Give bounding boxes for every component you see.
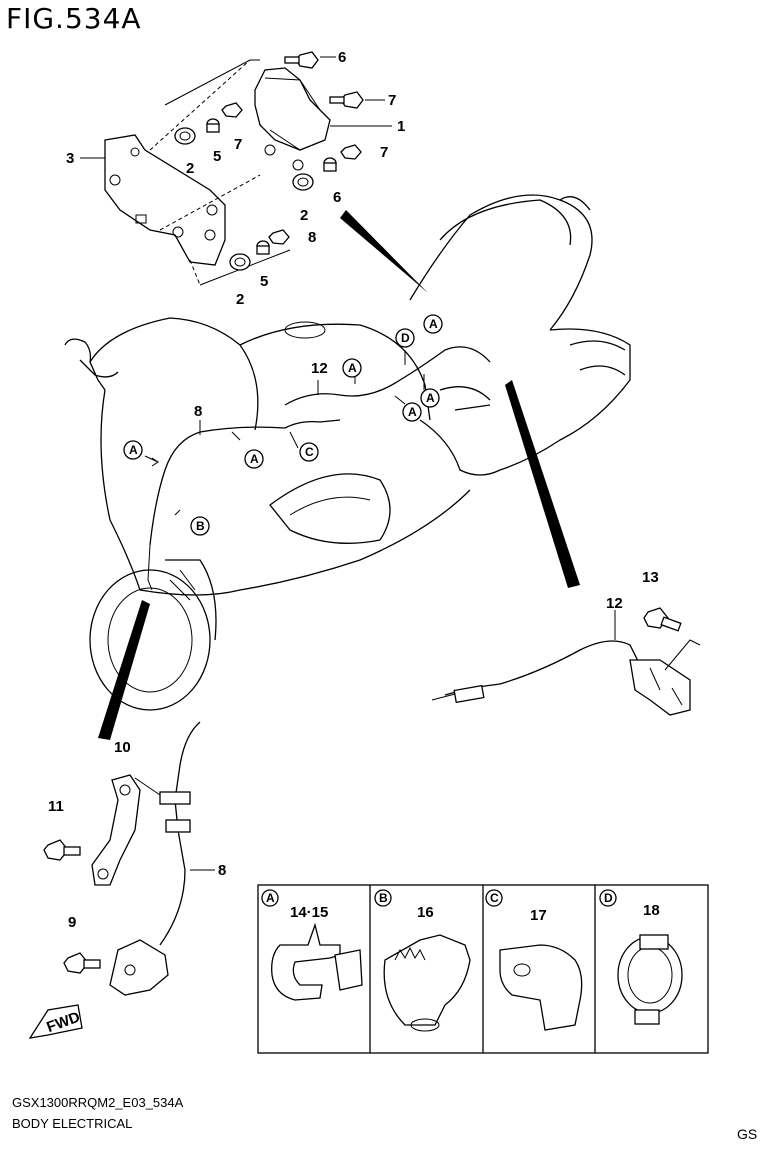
callout-12: 12 — [311, 360, 328, 377]
svg-text:A: A — [266, 891, 275, 905]
legend-cell-b: B 16 — [374, 889, 471, 1032]
svg-text:A: A — [129, 443, 138, 457]
clamp-part-16[interactable] — [383, 934, 471, 1032]
grommet-part-2[interactable] — [174, 127, 196, 145]
harness-part-12-route — [284, 346, 491, 406]
collar-part-5[interactable] — [323, 157, 337, 172]
callout-3: 3 — [66, 150, 74, 167]
sensor-unit-part-1[interactable] — [254, 67, 331, 151]
nut-part-7[interactable] — [340, 144, 362, 160]
route-marker-b: B — [190, 516, 210, 536]
callout-4: 5 — [260, 273, 268, 290]
group-name: BODY ELECTRICAL — [12, 1116, 133, 1131]
harness-part-8-route — [149, 419, 341, 546]
clamp-part-18[interactable] — [617, 934, 683, 1025]
nut-part-7[interactable] — [221, 102, 243, 118]
figure-title: FIG.534A — [6, 2, 142, 35]
callout-6: 6 — [338, 49, 346, 66]
clamp-part-17[interactable] — [499, 944, 583, 1031]
region-code: GS — [737, 1126, 758, 1142]
leader-pointer — [340, 210, 428, 293]
route-marker-a: A — [402, 402, 422, 422]
svg-text:A: A — [408, 405, 417, 419]
harness-part-8[interactable] — [159, 721, 201, 946]
bolt-part-6[interactable] — [329, 91, 364, 109]
grommet-part-2[interactable] — [292, 173, 314, 191]
bolt-part-13[interactable] — [643, 607, 682, 632]
bolt-part-6[interactable] — [284, 51, 319, 69]
callout-8: 8 — [194, 403, 202, 420]
collar-part-5[interactable] — [206, 118, 220, 133]
callout-6: 7 — [388, 92, 396, 109]
legend-cell-c: C 17 — [485, 889, 583, 1031]
callout-7: 7 — [234, 136, 242, 153]
legend-parts-14-15: 14·15 — [290, 904, 328, 921]
route-marker-a: A — [342, 358, 362, 378]
svg-text:A: A — [426, 391, 435, 405]
upper-assembly — [104, 51, 364, 286]
svg-text:B: B — [196, 519, 205, 533]
svg-text:D: D — [401, 331, 410, 345]
forward-direction-indicator: FWD — [28, 1004, 83, 1039]
callout-2: 2 — [300, 207, 308, 224]
callout-2: 2 — [186, 160, 194, 177]
clamp-part-14-15[interactable] — [271, 922, 363, 1001]
sensor-detail-8 — [43, 721, 201, 996]
legend-parts-18: 18 — [643, 902, 660, 919]
bracket-part-3[interactable] — [104, 134, 226, 266]
model-code: GSX1300RRQM2_E03_534A — [12, 1095, 184, 1110]
collar-part-4[interactable] — [256, 240, 270, 255]
callout-9: 9 — [68, 914, 76, 931]
route-marker-a: A — [420, 388, 440, 408]
leader-pointer — [505, 380, 580, 588]
callout-5: 5 — [213, 148, 221, 165]
svg-text:B: B — [379, 891, 388, 905]
callout-1: 1 — [397, 118, 405, 135]
bracket-part-10[interactable] — [91, 774, 141, 886]
route-marker-a: A — [423, 314, 443, 334]
leader-pointer — [98, 600, 150, 740]
sensor-detail-12 — [431, 607, 701, 716]
svg-text:A: A — [250, 452, 259, 466]
route-marker-a: A — [123, 440, 143, 460]
bolt-part-9[interactable] — [63, 952, 101, 974]
callout-5: 6 — [333, 189, 341, 206]
callout-13: 13 — [642, 569, 659, 586]
legend-parts-17: 17 — [530, 907, 547, 924]
svg-text:A: A — [348, 361, 357, 375]
callout-12: 12 — [606, 595, 623, 612]
svg-text:D: D — [604, 891, 613, 905]
callout-11: 11 — [48, 798, 64, 815]
nut-part-7[interactable] — [268, 229, 290, 245]
callout-2: 2 — [236, 291, 244, 308]
svg-text:C: C — [490, 891, 499, 905]
motorcycle-body — [64, 194, 631, 711]
route-marker-d: D — [395, 328, 415, 348]
route-marker-c: C — [299, 442, 319, 462]
grommet-part-2[interactable] — [229, 253, 251, 271]
legend-cell-a: A 14·15 — [261, 889, 363, 1001]
callout-7: 8 — [308, 229, 316, 246]
legend-cell-d: D 18 — [599, 889, 683, 1025]
route-marker-a: A — [244, 449, 264, 469]
svg-text:C: C — [305, 445, 314, 459]
bolt-part-11[interactable] — [43, 839, 81, 861]
callout-8: 8 — [218, 862, 226, 879]
clamp-legend-table: A 14·15 B 16 C 17 — [257, 884, 709, 1054]
wheel-speed-sensor-part-12[interactable] — [444, 640, 641, 696]
callout-7: 7 — [380, 144, 388, 161]
callout-10: 10 — [114, 739, 131, 756]
svg-text:A: A — [429, 317, 438, 331]
legend-parts-16: 16 — [417, 904, 434, 921]
